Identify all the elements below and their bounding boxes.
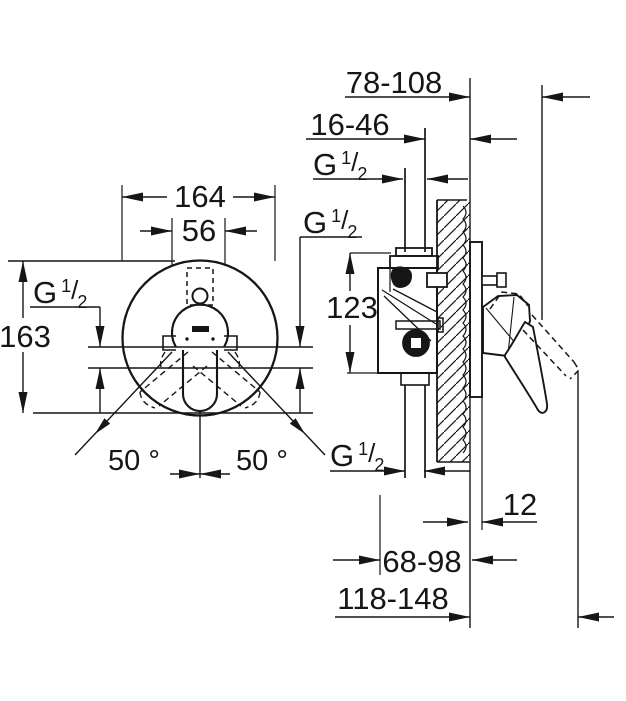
outlet-pin (481, 272, 507, 288)
dim-68-98-label: 68-98 (382, 544, 461, 579)
dim-g-half-right (295, 236, 362, 413)
top-pipe (404, 128, 426, 252)
plaster-edge (462, 205, 467, 454)
dim-56-label: 56 (182, 213, 216, 248)
wall-section (436, 199, 470, 463)
lever-handle-front (162, 303, 238, 413)
union-nut (389, 247, 439, 269)
cut-section-fill (390, 266, 412, 288)
dim-56 (140, 218, 257, 266)
dim-78-108-label: 78-108 (346, 65, 443, 100)
cartridge-screw (191, 287, 209, 305)
cartridge-outline (186, 267, 214, 306)
dim-123 (345, 252, 391, 374)
lever-blade (504, 320, 549, 414)
lever-rotated-dashed (139, 351, 261, 409)
lever-handle-side (482, 291, 580, 414)
dimensions (18, 92, 614, 622)
labels: 164 56 163 123 50 ° 50 ° 78-108 16-46 12… (0, 65, 537, 616)
angle-dimension-legs (74, 351, 326, 456)
dim-123-label: 123 (326, 290, 378, 325)
dim-164-label: 164 (174, 179, 226, 214)
side-view (377, 78, 580, 628)
lever-alt-position-dashed (489, 291, 580, 380)
outlet-stub (426, 272, 448, 288)
dim-g-half-left (30, 306, 105, 413)
cover-plate-side (469, 241, 483, 398)
bottom-pipe (404, 385, 426, 478)
valve-body (377, 266, 444, 386)
dim-16-46-label: 16-46 (310, 107, 389, 142)
dim-118-148-label: 118-148 (337, 581, 448, 616)
escutcheon-circle (121, 259, 279, 417)
dim-12-label: 12 (503, 487, 537, 522)
front-view (8, 259, 326, 479)
dim-163-label: 163 (0, 319, 51, 354)
angle-right-label: 50 ° (236, 445, 288, 477)
angle-left-label: 50 ° (108, 445, 160, 477)
dim-164 (121, 185, 276, 261)
